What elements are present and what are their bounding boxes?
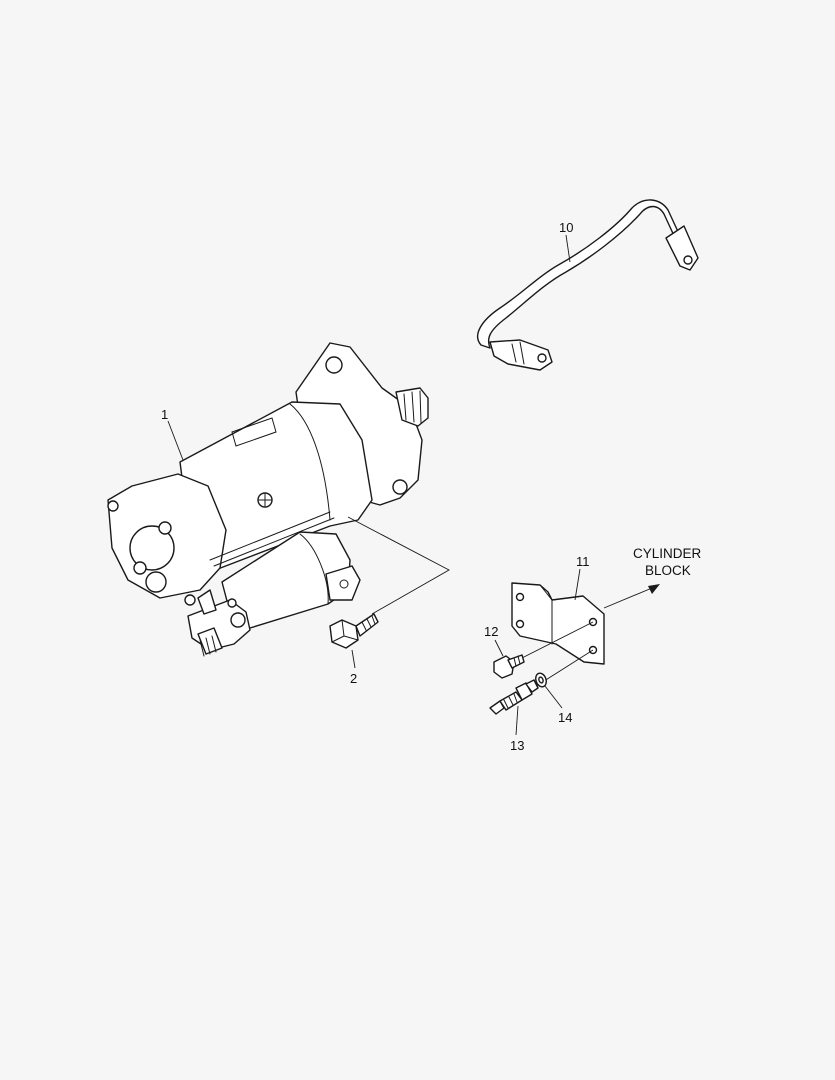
callout-starter-motor: 1 bbox=[161, 407, 168, 422]
callout-stud: 13 bbox=[510, 738, 524, 753]
screw bbox=[493, 654, 525, 679]
leader-11 bbox=[574, 568, 581, 601]
note-line-2: BLOCK bbox=[645, 563, 691, 578]
leader-bracket-screw bbox=[517, 621, 594, 661]
leader-2-a bbox=[351, 649, 356, 669]
bolt bbox=[329, 613, 379, 649]
stud bbox=[489, 679, 539, 715]
callout-bolt: 2 bbox=[350, 671, 357, 686]
leader-10 bbox=[565, 234, 571, 263]
washer bbox=[535, 672, 547, 688]
leader-13 bbox=[515, 705, 519, 736]
starter-motor bbox=[107, 342, 429, 657]
arrow-head bbox=[648, 584, 660, 594]
leader-14 bbox=[544, 685, 563, 709]
callout-washer: 14 bbox=[558, 710, 572, 725]
callout-cable: 10 bbox=[559, 220, 573, 235]
callout-screw: 12 bbox=[484, 624, 498, 639]
callout-bracket: 11 bbox=[576, 554, 590, 569]
leader-1 bbox=[167, 420, 184, 461]
battery-cable bbox=[476, 199, 699, 371]
leader-bolt-axis bbox=[347, 516, 450, 615]
cylinder-block-arrow bbox=[603, 587, 653, 609]
note-line-1: CYLINDER bbox=[633, 546, 702, 561]
leader-12 bbox=[494, 639, 504, 657]
